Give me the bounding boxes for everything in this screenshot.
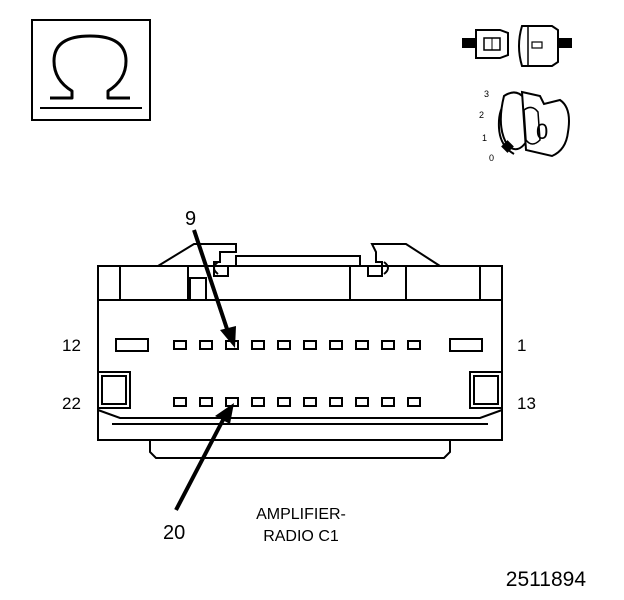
ohmmeter-symbol-icon: [31, 19, 151, 121]
ignition-position-2: 2: [479, 110, 484, 120]
cavity: [303, 397, 317, 407]
ignition-key-icon: 3 2 1 0 0: [479, 89, 570, 163]
disconnected-connector-icon: [462, 25, 572, 67]
connector-name-line1: AMPLIFIER-: [256, 506, 346, 523]
pin-label-22: 22: [62, 394, 81, 413]
cavity: [251, 397, 265, 407]
cavity: [407, 340, 421, 350]
cavity: [355, 340, 369, 350]
callout-arrow-20: [174, 403, 234, 511]
pin-label-1: 1: [517, 336, 526, 355]
ignition-position-3: 3: [484, 89, 489, 99]
ignition-key-label: 0: [536, 119, 548, 144]
cavity: [199, 340, 213, 350]
cavity: [303, 340, 317, 350]
cavity: [329, 340, 343, 350]
callout-label-9: 9: [185, 208, 196, 230]
top-row-cavities: [115, 338, 483, 352]
cavity: [407, 397, 421, 407]
cavity: [355, 397, 369, 407]
cavity: [329, 397, 343, 407]
cavity: [199, 397, 213, 407]
connector-name-line2: RADIO C1: [263, 528, 339, 545]
cavity: [251, 340, 265, 350]
callout-label-20: 20: [163, 522, 185, 544]
cavity: [173, 397, 187, 407]
pin-label-12: 12: [62, 336, 81, 355]
cavity: [449, 338, 483, 352]
cavity: [381, 340, 395, 350]
ignition-position-1: 1: [482, 133, 487, 143]
cavity: [115, 338, 149, 352]
cavity: [277, 397, 291, 407]
cavity: [173, 340, 187, 350]
callout-arrow-9: [192, 229, 236, 348]
bottom-row-cavities: [173, 397, 421, 407]
ignition-position-0: 0: [489, 153, 494, 163]
cavity: [381, 397, 395, 407]
connector-body: [97, 243, 503, 459]
figure-number: 2511894: [506, 568, 587, 591]
cavity: [277, 340, 291, 350]
pin-label-13: 13: [517, 394, 536, 413]
